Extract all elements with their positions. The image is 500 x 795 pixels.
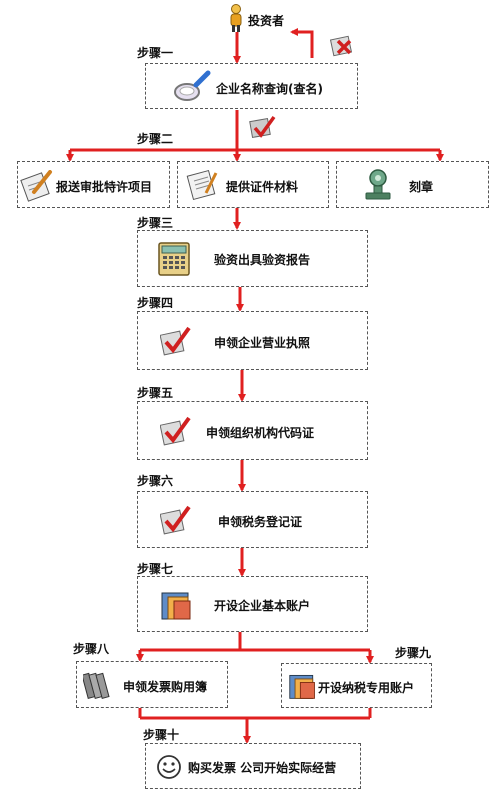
seal-label: 刻章: [409, 180, 434, 194]
rejected-x-icon: [330, 35, 353, 57]
tax-registration-box: 申领税务登记证: [137, 491, 368, 548]
capital-verification-label: 验资出具验资报告: [214, 253, 311, 267]
stamp-icon: [365, 169, 391, 200]
magnifier-icon: [174, 70, 211, 101]
step-4-label: 步骤四: [137, 296, 174, 310]
books-icon: [83, 672, 110, 699]
submit-docs-box: 提供证件材料: [177, 161, 329, 208]
step-8-label: 步骤八: [73, 642, 110, 656]
investor-label: 投资者: [248, 14, 285, 28]
check-icon: [249, 115, 276, 139]
step-6-label: 步骤六: [137, 474, 174, 488]
step-5-label: 步骤五: [137, 386, 174, 400]
invoice-book-box: 申领发票购用簿: [76, 661, 228, 708]
person-icon: [230, 4, 242, 32]
capital-verification-box: 验资出具验资报告: [137, 230, 368, 287]
name-check-label: 企业名称查询(查名): [216, 82, 323, 96]
org-code-label: 申领组织机构代码证: [206, 426, 315, 440]
investor-node: 投资者: [226, 4, 306, 34]
check-document-icon: [160, 416, 191, 446]
start-business-label: 购买发票 公司开始实际经营: [188, 761, 337, 775]
tax-registration-label: 申领税务登记证: [218, 515, 303, 529]
document-pen-icon: [186, 169, 218, 201]
bank-account-box: 开设企业基本账户: [137, 576, 368, 632]
check-document-icon: [160, 326, 191, 356]
business-license-box: 申领企业营业执照: [137, 311, 368, 370]
step-10-label: 步骤十: [143, 728, 180, 742]
vat-account-box: 开设纳税专用账户: [281, 663, 432, 708]
folder-icon: [161, 592, 191, 620]
pen-paper-icon: [20, 170, 52, 202]
step-3-label: 步骤三: [137, 216, 174, 230]
smiley-icon: [157, 755, 181, 779]
vat-account-label: 开设纳税专用账户: [318, 681, 415, 695]
step-2-label: 步骤二: [137, 132, 174, 146]
check-document-icon: [160, 505, 191, 535]
special-approval-label: 报送审批特许项目: [56, 180, 153, 194]
start-business-box: 购买发票 公司开始实际经营: [145, 743, 361, 789]
step-1-label: 步骤一: [137, 46, 174, 60]
folder-icon: [289, 674, 315, 699]
submit-docs-label: 提供证件材料: [226, 180, 299, 194]
seal-box: 刻章: [336, 161, 489, 208]
step-7-label: 步骤七: [137, 562, 174, 576]
business-license-label: 申领企业营业执照: [214, 336, 311, 350]
step-9-label: 步骤九: [395, 646, 432, 660]
special-approval-box: 报送审批特许项目: [17, 161, 170, 208]
org-code-box: 申领组织机构代码证: [137, 401, 368, 460]
calculator-icon: [158, 242, 190, 276]
name-check-box: 企业名称查询(查名): [145, 63, 358, 109]
arrow-rejected-back: [290, 28, 314, 58]
invoice-book-label: 申领发票购用簿: [123, 680, 208, 694]
bank-account-label: 开设企业基本账户: [214, 599, 311, 613]
